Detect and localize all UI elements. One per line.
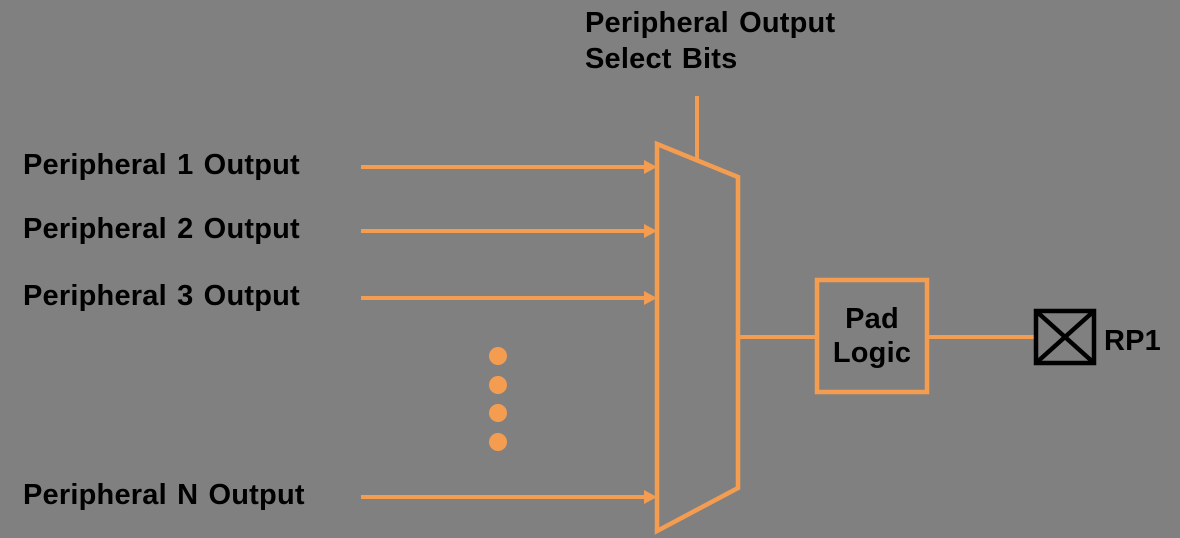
mux-trapezoid [654, 140, 741, 535]
pad-x-icon [1033, 308, 1097, 366]
input-label-peripheral-2: Peripheral 2 Output [23, 213, 300, 245]
pad-logic-box [814, 277, 930, 395]
pad-symbol-diagonal [1034, 309, 1096, 365]
ellipsis-dot [489, 347, 507, 365]
input-label-peripheral-n: Peripheral N Output [23, 479, 305, 511]
ellipsis-dot [489, 404, 507, 422]
ellipsis-dot [489, 433, 507, 451]
pad-name-label: RP1 [1104, 325, 1161, 357]
pad-logic-label-line2: Logic [833, 337, 911, 369]
arrowhead-icon [644, 160, 657, 174]
arrowhead-icon [644, 224, 657, 238]
select-bits-title-line2: Select Bits [585, 43, 738, 75]
input-label-peripheral-3: Peripheral 3 Output [23, 280, 300, 312]
pad-symbol-box [1033, 308, 1097, 366]
pad-logic-label-line1: Pad [845, 303, 899, 335]
arrowhead-icon [644, 490, 657, 504]
select-bits-title-line1: Peripheral Output [585, 7, 835, 39]
input-label-peripheral-1: Peripheral 1 Output [23, 149, 300, 181]
ellipsis-dot [489, 376, 507, 394]
arrowhead-icon [644, 291, 657, 305]
